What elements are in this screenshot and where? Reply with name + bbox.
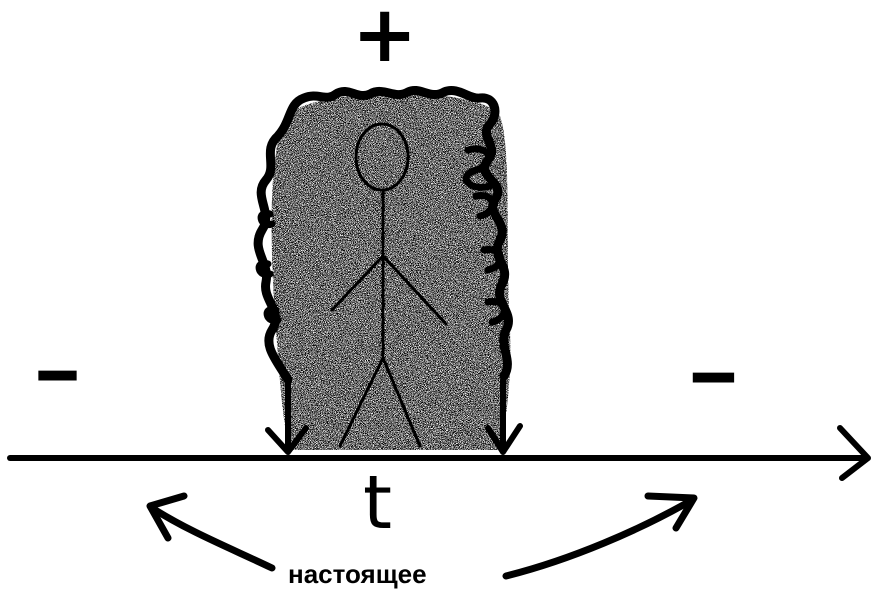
plus-sign-label: + <box>352 0 417 74</box>
present-label: настоящее <box>288 561 427 587</box>
minus-sign-right-label: – <box>687 334 740 412</box>
time-axis-arrowhead <box>840 428 868 478</box>
present-arrow-right <box>506 496 694 576</box>
time-axis-label: t <box>363 466 392 540</box>
minus-sign-left-label: – <box>33 332 82 410</box>
present-arrow-left <box>150 496 272 568</box>
